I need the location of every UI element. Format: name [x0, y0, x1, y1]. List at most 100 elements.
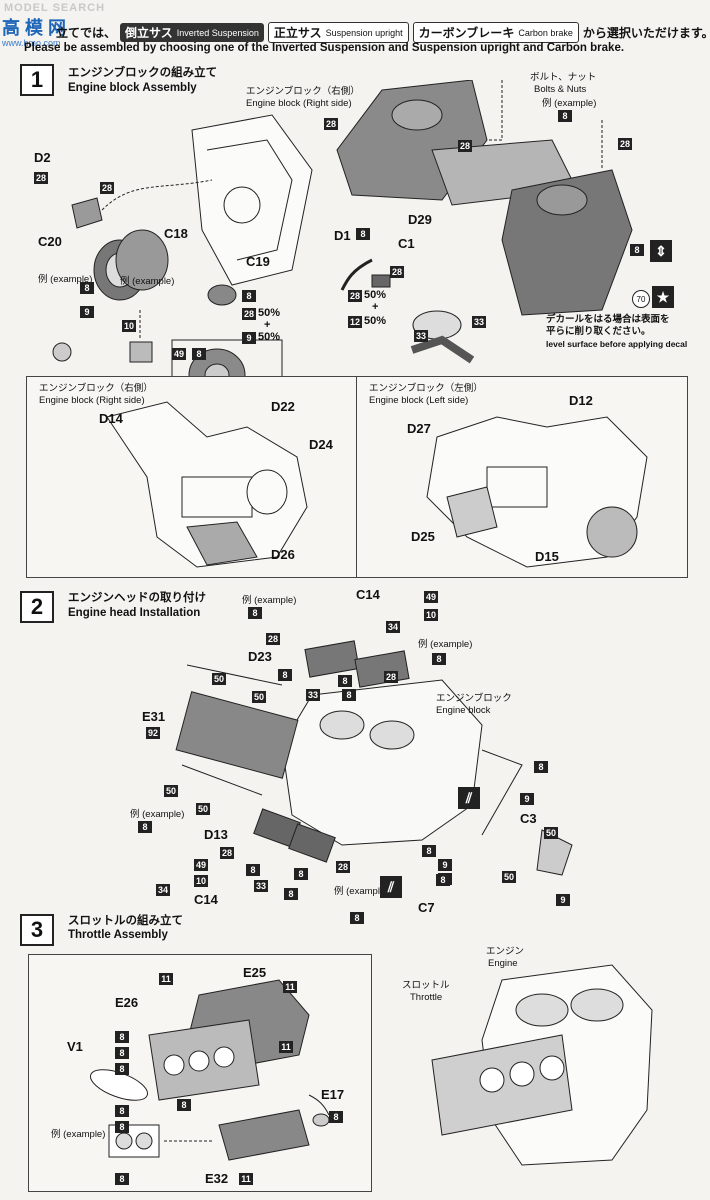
- panel-left-side-title-jp: エンジンブロック（左側）: [369, 383, 483, 394]
- panel-left-side-title-en: Engine block (Left side): [369, 395, 469, 406]
- part-number-badge: 33: [472, 316, 486, 328]
- part-number-badge: 9: [242, 332, 256, 344]
- assembled-engine-drawing: [431, 964, 653, 1166]
- part-label-e32: E32: [205, 1171, 229, 1186]
- decal-note-jp-2: 平らに削り取ください。: [546, 326, 651, 337]
- part-number-badge: 8: [294, 868, 308, 880]
- part-number-badge: 33: [254, 880, 268, 892]
- site-watermark: MODEL SEARCH: [4, 2, 106, 14]
- example-note: 例 (example): [334, 886, 389, 897]
- part-label-e26: E26: [115, 995, 139, 1010]
- detail-marker-icon: ⫽: [380, 876, 402, 898]
- part-label-d27: D27: [407, 421, 431, 436]
- part-label-d25: D25: [411, 529, 435, 544]
- part-number-badge: 50: [196, 803, 210, 815]
- part-label-d24: D24: [309, 437, 333, 452]
- tag-carbon-brake: カーボンブレーキ Carbon brake: [412, 22, 579, 43]
- part-number-badge: 28: [458, 140, 472, 152]
- tag-inverted-suspension: 倒立サス Inverted Suspension: [120, 23, 264, 42]
- site-logo-text: 高 模 网: [2, 18, 67, 38]
- site-url: www.hmo.com: [2, 38, 61, 48]
- part-number-badge: 8: [356, 228, 370, 240]
- part-number-badge: 8: [177, 1099, 191, 1111]
- paint-plus: +: [264, 319, 271, 331]
- part-number-badge: 8: [248, 607, 262, 619]
- engine-block-left-panel: エンジンブロック（左側） Engine block (Left side) D1…: [356, 376, 688, 578]
- part-label-d14: D14: [99, 411, 123, 426]
- bolts-nuts-en: Bolts & Nuts: [534, 84, 587, 95]
- part-label-v1: V1: [67, 1039, 83, 1054]
- example-note: 例 (example): [542, 98, 597, 109]
- step-2-number: 2: [20, 591, 54, 623]
- engine-label-en: Engine: [488, 958, 518, 969]
- part-number-badge: 49: [424, 591, 438, 603]
- example-note: 例 (example): [242, 595, 297, 606]
- engine-block-label-jp: エンジンブロック: [436, 693, 512, 704]
- part-label-d1: D1: [334, 228, 351, 243]
- part-number-badge: 8: [278, 669, 292, 681]
- decal-note-jp-1: デカールをはる場合は表面を: [546, 314, 670, 325]
- part-number-badge: 50: [502, 871, 516, 883]
- paint-ratio: 50%: [364, 315, 387, 327]
- paint-ratio: 50%: [258, 331, 281, 343]
- part-label-c7: C7: [418, 900, 435, 915]
- bolts-nuts-jp: ボルト、ナット: [530, 72, 597, 83]
- step-1-section: 1 エンジンブロックの組み立て Engine block Assembly D2…: [12, 60, 698, 580]
- part-number-badge: 11: [159, 973, 173, 985]
- part-number-badge: 28: [324, 118, 338, 130]
- part-number-badge: 8: [115, 1047, 129, 1059]
- part-number-badge: 8: [534, 761, 548, 773]
- part-number-badge: 8: [115, 1031, 129, 1043]
- part-number-badge: 8: [342, 689, 356, 701]
- part-number-badge: 8: [246, 864, 260, 876]
- tag-suspension-upright: 正立サス Suspension upright: [267, 22, 409, 43]
- part-number-badge: 10: [122, 320, 136, 332]
- part-label-c14: C14: [356, 587, 380, 602]
- part-number-badge: 9: [520, 793, 534, 805]
- part-number-badge: 8: [558, 110, 572, 122]
- part-number-badge: 11: [279, 1041, 293, 1053]
- throttle-exploded-panel: E25 11 11 E26 8 V1 8 8 11 E17 8 8 例 (exa…: [28, 954, 372, 1192]
- part-label-c19: C19: [246, 254, 270, 269]
- step-3-title-jp: スロットルの組み立て: [68, 915, 183, 927]
- step-1-title-en: Engine block Assembly: [68, 82, 197, 94]
- part-label-d26: D26: [271, 547, 295, 562]
- part-number-badge: 8: [432, 653, 446, 665]
- tag-upright-jp: 正立サス: [273, 26, 322, 40]
- panel-right-side-title-en: Engine block (Right side): [39, 395, 145, 406]
- part-number-badge: 92: [146, 727, 160, 739]
- panel-right-side-title-jp: エンジンブロック（右側）: [39, 383, 153, 394]
- step-3-number: 3: [20, 914, 54, 946]
- flip-arrows-icon: ⇕: [650, 240, 672, 262]
- throttle-label-en: Throttle: [410, 992, 443, 1003]
- part-label-d12: D12: [569, 393, 593, 408]
- example-note: 例 (example): [120, 276, 175, 287]
- example-note: 例 (example): [130, 809, 185, 820]
- part-number-badge: 8: [436, 874, 450, 886]
- block-right-title-en: Engine block (Right side): [246, 98, 352, 109]
- example-note: 例 (example): [418, 639, 473, 650]
- step-3-title-en: Throttle Assembly: [68, 929, 168, 941]
- part-number-badge: 28: [384, 671, 398, 683]
- paint-plus: +: [372, 301, 379, 313]
- part-label-e17: E17: [321, 1087, 345, 1102]
- tag-carbon-en: Carbon brake: [518, 27, 573, 38]
- step-3-section: 3 スロットルの組み立て Throttle Assembly E25 11 1: [12, 910, 698, 1195]
- tag-upright-en: Suspension upright: [325, 27, 403, 38]
- step-2-section: 2 エンジンヘッドの取り付け Engine head Installation …: [12, 585, 698, 905]
- example-note: 例 (example): [51, 1129, 106, 1140]
- part-number-badge: 9: [556, 894, 570, 906]
- decal-note-en: level surface before applying decal: [546, 339, 688, 349]
- instruction-prefix: 立てでは、: [56, 26, 117, 40]
- step-2-title-jp: エンジンヘッドの取り付け: [68, 592, 206, 604]
- part-number-badge: 8: [138, 821, 152, 833]
- part-label-d15: D15: [535, 549, 559, 564]
- part-number-badge: 10: [194, 875, 208, 887]
- block-right-title-jp: エンジンブロック（右側）: [246, 86, 360, 97]
- part-number-badge: 28: [34, 172, 48, 184]
- part-label-e31: E31: [142, 709, 166, 724]
- part-label-d23: D23: [248, 649, 272, 664]
- tag-inverted-en: Inverted Suspension: [176, 27, 259, 38]
- part-number-badge: 49: [194, 859, 208, 871]
- part-number-badge: 10: [424, 609, 438, 621]
